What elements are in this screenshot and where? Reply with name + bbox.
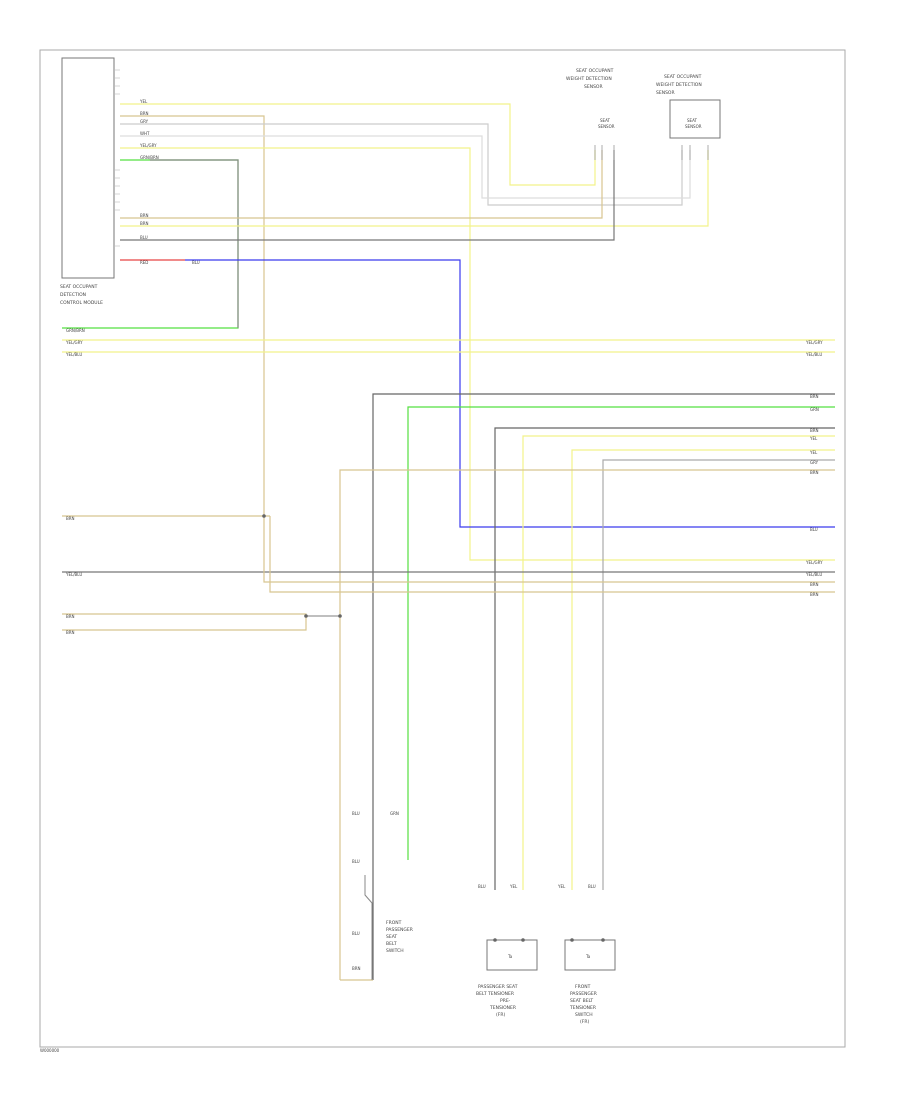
pin-label-5: GRN/BRN <box>140 155 159 160</box>
splice-points <box>262 514 342 618</box>
pin-label-6: BRN <box>140 213 149 218</box>
diagram-frame <box>39 49 846 1048</box>
front-label-6: (FR) <box>580 1019 589 1025</box>
pin-label-8: BLU <box>140 235 148 240</box>
front-label-3: SEAT BELT <box>570 998 593 1004</box>
front-label-1: FRONT <box>575 984 591 990</box>
bus-label-1: YEL/GRY <box>65 340 83 345</box>
buckle-pin-1: YEL <box>509 884 518 889</box>
bus-right-label-1: YEL/BLU <box>805 352 822 357</box>
sensor-right-box-2: SENSOR <box>685 124 702 129</box>
mid-label-3: YEL <box>809 436 818 441</box>
pin-label-1: BRN <box>140 111 149 116</box>
switch-label-2: PASSENGER <box>386 927 413 933</box>
passenger-belt-tensioner: Ta PASSENGER SEAT BELT TENSIONER PRE- TE… <box>476 938 538 1018</box>
pin-label-3: WHT <box>140 131 150 136</box>
buckle-pin-2: YEL <box>557 884 566 889</box>
sensor-left-box-1: SEAT <box>600 118 610 123</box>
mid-label-10: BRN <box>810 582 819 587</box>
middle-harness <box>62 393 835 981</box>
pin-label-7: BRN <box>140 221 149 226</box>
left-stub-1: YEL/BLU <box>65 572 82 577</box>
sensor-right-box-1: SEAT <box>687 118 697 123</box>
front-label-5: SWITCH <box>575 1012 593 1018</box>
switch-pin-3: BLU <box>352 931 360 936</box>
switch-pin-1: GRN <box>390 811 399 816</box>
switch-label-1: FRONT <box>386 920 402 926</box>
svg-text:Ta: Ta <box>507 954 513 959</box>
mid-label-6: BRN <box>810 470 819 475</box>
svg-text:Ta: Ta <box>585 954 591 959</box>
mid-label-0: BRN <box>810 394 819 399</box>
seat-belt-switch: FRONT PASSENGER SEAT BELT SWITCH <box>364 830 413 980</box>
front-passenger-tensioner-switch: Ta FRONT PASSENGER SEAT BELT TENSIONER S… <box>564 938 616 1025</box>
sensor-right-label-2: WEIGHT DETECTION <box>656 82 702 88</box>
left-stub-3: BRN <box>66 630 75 635</box>
passenger-label-1: PASSENGER SEAT <box>478 984 518 990</box>
bus-label-0: GRN/BRN <box>66 328 85 333</box>
mid-label-1: GRN <box>810 407 819 412</box>
switch-pin-2: BLU <box>352 859 360 864</box>
sensor-left-box-2: SENSOR <box>598 124 615 129</box>
passenger-label-3: PRE- <box>500 998 511 1004</box>
control-module-label-2: DETECTION <box>60 292 86 298</box>
pin-label-4: YEL/GRY <box>139 143 157 148</box>
switch-label-3: SEAT <box>386 934 397 940</box>
sensor-right-label-1: SEAT OCCUPANT <box>664 74 702 80</box>
pin-label-2: GRY <box>140 119 149 124</box>
front-label-2: PASSENGER <box>570 991 597 997</box>
sensor-left-label-1: SEAT OCCUPANT <box>576 68 614 74</box>
switch-label-4: BELT <box>386 941 397 947</box>
left-stub-0: BRN <box>66 516 75 521</box>
mid-label-2: BRN <box>810 428 819 433</box>
switch-label-5: SWITCH <box>386 948 404 954</box>
sensor-right-label-3: SENSOR <box>656 90 675 96</box>
footer-code: W000000 <box>40 1048 60 1053</box>
weight-sensor-left: SEAT OCCUPANT WEIGHT DETECTION SENSOR SE… <box>566 68 615 129</box>
mid-label-7: BLU <box>810 527 818 532</box>
control-module: SEAT OCCUPANT DETECTION CONTROL MODULE <box>60 57 120 306</box>
wire-labels: YEL BRN GRY WHT YEL/GRY GRN/BRN BRN BRN … <box>65 99 823 971</box>
bus-lines <box>62 339 835 353</box>
passenger-label-2: BELT TENSIONER <box>476 991 514 997</box>
control-module-label-1: SEAT OCCUPANT <box>60 284 98 290</box>
control-module-label-3: CONTROL MODULE <box>60 300 103 306</box>
bus-label-2: YEL/BLU <box>65 352 82 357</box>
mid-label-8: YEL/GRY <box>805 560 823 565</box>
front-label-4: TENSIONER <box>569 1005 596 1011</box>
sensor-pins <box>594 145 709 160</box>
passenger-label-5: (FR) <box>496 1012 505 1018</box>
module-wires <box>62 103 835 570</box>
left-stub-2: BRN <box>66 614 75 619</box>
weight-sensor-right: SEAT OCCUPANT WEIGHT DETECTION SENSOR SE… <box>656 74 721 139</box>
red-label: RED <box>140 260 148 265</box>
switch-pin-0: BLU <box>352 811 360 816</box>
pin-label-0: YEL <box>139 99 148 104</box>
switch-pin-4: BRN <box>352 966 361 971</box>
mid-label-11: BRN <box>810 592 819 597</box>
passenger-label-4: TENSIONER <box>489 1005 516 1011</box>
mid-label-4: YEL <box>809 450 818 455</box>
bus-right-label-0: YEL/GRY <box>805 340 823 345</box>
sensor-left-label-3: SENSOR <box>584 84 603 90</box>
buckle-pin-0: BLU <box>478 884 486 889</box>
mid-label-5: GRY <box>810 460 819 465</box>
blue-label: BLU <box>192 260 200 265</box>
mid-label-9: YEL/BLU <box>805 572 822 577</box>
buckle-pin-3: BLU <box>588 884 596 889</box>
sensor-left-label-2: WEIGHT DETECTION <box>566 76 612 82</box>
